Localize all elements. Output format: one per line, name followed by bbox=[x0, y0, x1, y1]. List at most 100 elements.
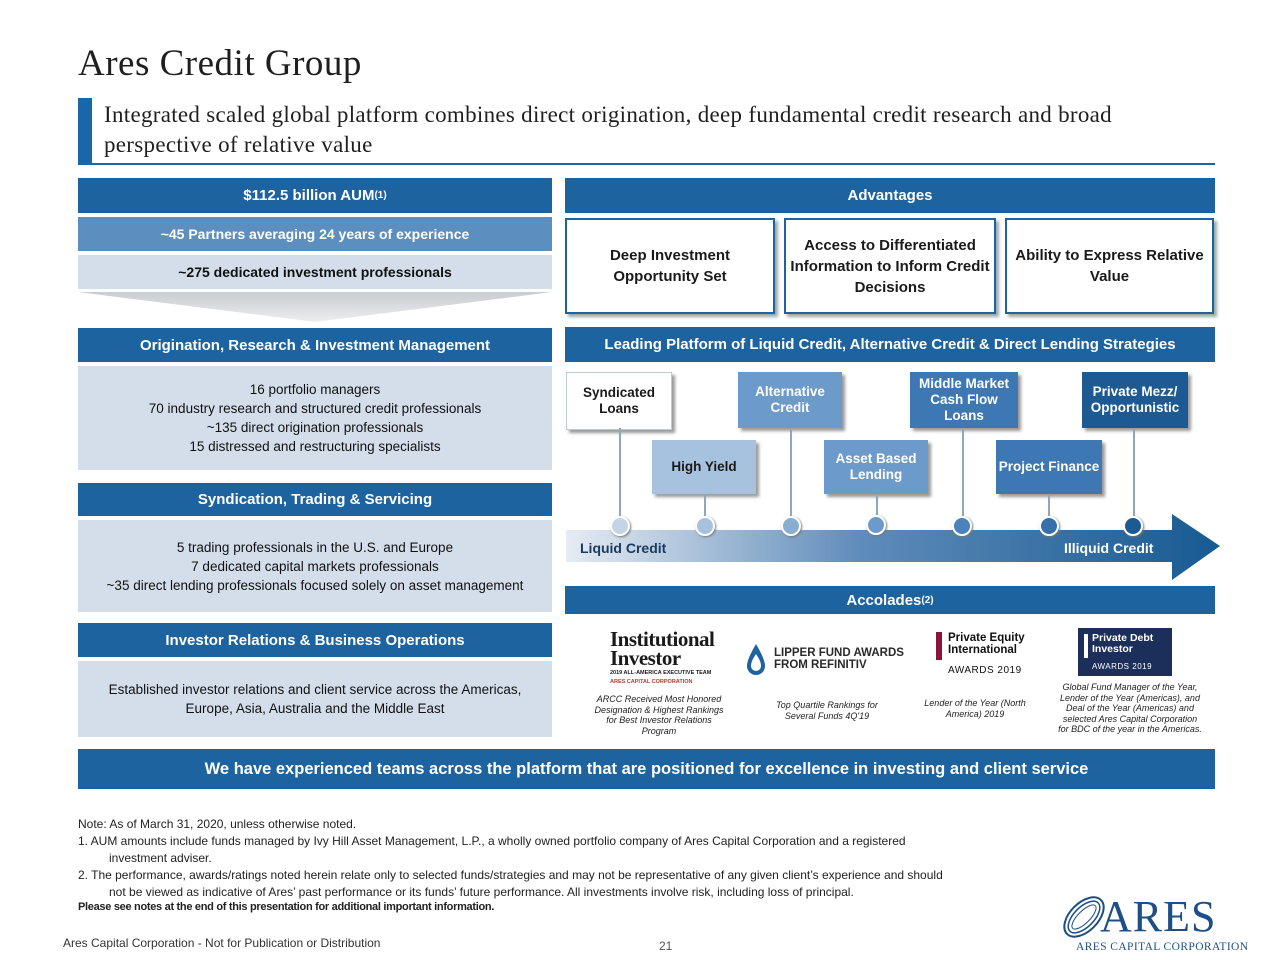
funnel-shape bbox=[78, 292, 552, 322]
advantage-text: Deep Investment Opportunity Set bbox=[609, 247, 731, 285]
advantages-title: Advantages bbox=[847, 187, 933, 204]
accolade-caption: ARCC Received Most Honored Designation &… bbox=[594, 694, 724, 736]
bottom-banner: We have experienced teams across the pla… bbox=[78, 749, 1215, 789]
advantage-card: Access to Differentiated Information to … bbox=[784, 218, 996, 314]
accolade-caption: Top Quartile Rankings for Several Funds … bbox=[776, 700, 878, 721]
section-syndication-header: Syndication, Trading & Servicing bbox=[78, 483, 552, 516]
logo-sub: 2019 ALL-AMERICA EXECUTIVE TEAM bbox=[610, 670, 712, 676]
note-important: Please see notes at the end of this pres… bbox=[78, 901, 495, 913]
spectrum-dot bbox=[866, 515, 886, 535]
syndication-line: 5 trading professionals in the U.S. and … bbox=[176, 539, 454, 555]
syndication-line: 7 dedicated capital markets professional… bbox=[191, 558, 439, 574]
connector-line bbox=[704, 494, 706, 518]
lipper-drop-icon bbox=[747, 644, 765, 675]
platform-header: Leading Platform of Liquid Credit, Alter… bbox=[565, 327, 1215, 362]
strategy-label: Middle Market Cash Flow Loans bbox=[918, 376, 1010, 423]
professionals-bar: ~275 dedicated investment professionals bbox=[78, 255, 552, 289]
footer-disclaimer: Ares Capital Corporation - Not for Publi… bbox=[63, 936, 381, 950]
strategy-label: High Yield bbox=[671, 459, 737, 474]
section-origination-body: 16 portfolio managers 70 industry resear… bbox=[78, 366, 552, 470]
strategy-project-finance: Project Finance bbox=[996, 440, 1102, 494]
pdi-logo: Private Debt Investor AWARDS 2019 bbox=[1078, 628, 1172, 676]
banner-text: We have experienced teams across the pla… bbox=[204, 759, 1089, 778]
pei-awards-year: AWARDS 2019 bbox=[948, 665, 1022, 676]
platform-title: Leading Platform of Liquid Credit, Alter… bbox=[604, 336, 1176, 353]
spectrum-dot bbox=[781, 516, 801, 536]
logo-line: LIPPER FUND AWARDS bbox=[774, 647, 904, 659]
lipper-logo: LIPPER FUND AWARDS FROM REFINITIV bbox=[774, 647, 904, 671]
aum-label: $112.5 billion AUM bbox=[243, 187, 375, 204]
strategy-high-yield: High Yield bbox=[652, 440, 756, 494]
connector-line bbox=[962, 428, 964, 518]
accolades-header: Accolades(2) bbox=[565, 586, 1215, 614]
aum-footnote-ref: (1) bbox=[374, 190, 387, 201]
logo-sub: AWARDS 2019 bbox=[1092, 662, 1153, 671]
strategy-label: Private Mezz/ Opportunistic bbox=[1090, 384, 1180, 415]
section-syndication-body: 5 trading professionals in the U.S. and … bbox=[78, 520, 552, 612]
logo-sub: ARES CAPITAL CORPORATION bbox=[610, 679, 693, 685]
advantage-card: Deep Investment Opportunity Set bbox=[565, 218, 775, 314]
advantage-card: Ability to Express Relative Value bbox=[1005, 218, 1214, 314]
connector-line bbox=[790, 428, 792, 518]
institutional-investor-logo: Institutional Investor 2019 ALL-AMERICA … bbox=[610, 629, 720, 686]
ares-logo-sub: ARES CAPITAL CORPORATION bbox=[1076, 941, 1249, 953]
origination-line: 16 portfolio managers bbox=[249, 382, 381, 397]
arrow-label-illiquid: Illiquid Credit bbox=[1064, 540, 1154, 556]
partners-bar: ~45 Partners averaging 24 years of exper… bbox=[78, 217, 552, 251]
aum-header: $112.5 billion AUM(1) bbox=[78, 178, 552, 213]
section-origination-header: Origination, Research & Investment Manag… bbox=[78, 328, 552, 362]
logo-line: Investor bbox=[1092, 643, 1133, 655]
connector-line bbox=[876, 494, 878, 516]
ares-swirl-icon bbox=[1063, 896, 1105, 938]
logo-line: Private Debt bbox=[1092, 632, 1154, 644]
page-subtitle: Integrated scaled global platform combin… bbox=[104, 102, 1112, 157]
note-line: 2. The performance, awards/ratings noted… bbox=[78, 868, 943, 882]
advantages-header: Advantages bbox=[565, 178, 1215, 213]
note-line: Note: As of March 31, 2020, unless other… bbox=[78, 817, 357, 831]
accolades-title: Accolades bbox=[846, 591, 922, 609]
strategy-label: Alternative Credit bbox=[755, 384, 825, 415]
connector-line bbox=[1133, 428, 1135, 518]
investor-relations-line: Established investor relations and clien… bbox=[108, 682, 522, 697]
logo-line: FROM REFINITIV bbox=[774, 659, 867, 671]
arrow-label-liquid: Liquid Credit bbox=[580, 540, 667, 556]
origination-line: ~135 direct origination professionals bbox=[206, 420, 424, 435]
page-number: 21 bbox=[659, 939, 673, 953]
partners-text: ~45 Partners averaging 24 years of exper… bbox=[160, 226, 470, 242]
spectrum-dot bbox=[952, 516, 972, 536]
logo-line: International bbox=[948, 644, 1018, 656]
professionals-text: ~275 dedicated investment professionals bbox=[178, 264, 452, 280]
subtitle-accent-bar bbox=[78, 98, 92, 164]
page-title: Ares Credit Group bbox=[78, 43, 362, 84]
section-syndication-title: Syndication, Trading & Servicing bbox=[197, 491, 433, 508]
note-line: investment adviser. bbox=[109, 851, 212, 865]
spectrum-dot bbox=[695, 516, 715, 536]
section-investor-relations-title: Investor Relations & Business Operations bbox=[165, 631, 465, 649]
logo-line: Investor bbox=[610, 646, 681, 670]
note-line: not be viewed as indicative of Ares’ pas… bbox=[109, 885, 854, 899]
note-line: 1. AUM amounts include funds managed by … bbox=[78, 834, 906, 848]
section-investor-relations-body: Established investor relations and clien… bbox=[78, 661, 552, 737]
origination-line: 70 industry research and structured cred… bbox=[148, 401, 482, 416]
accolades-footnote-ref: (2) bbox=[921, 594, 934, 606]
ares-logo-text: ARES bbox=[1100, 892, 1217, 941]
spectrum-dot bbox=[610, 516, 630, 536]
header-divider bbox=[78, 163, 1215, 165]
section-investor-relations-header: Investor Relations & Business Operations bbox=[78, 623, 552, 657]
origination-line: 15 distressed and restructuring speciali… bbox=[189, 439, 441, 454]
connector-line bbox=[619, 428, 621, 518]
logo-line: Private Equity bbox=[948, 632, 1025, 644]
pei-logo: Private Equity International bbox=[948, 632, 1025, 656]
strategy-private-mezz: Private Mezz/ Opportunistic bbox=[1082, 372, 1188, 428]
strategy-asset-based-lending: Asset Based Lending bbox=[824, 440, 928, 494]
spectrum-dot bbox=[1039, 516, 1059, 536]
section-origination-title: Origination, Research & Investment Manag… bbox=[139, 336, 491, 354]
connector-line bbox=[1048, 494, 1050, 516]
advantage-text: Access to Differentiated Information to … bbox=[790, 236, 990, 296]
spectrum-dot bbox=[1123, 516, 1143, 536]
accolade-caption: Lender of the Year (North America) 2019 bbox=[924, 698, 1026, 719]
strategy-label: Project Finance bbox=[998, 459, 1100, 474]
pdi-logo-bar bbox=[1084, 634, 1088, 658]
strategy-label: Asset Based Lending bbox=[835, 451, 917, 482]
advantage-text: Ability to Express Relative Value bbox=[1015, 247, 1204, 285]
